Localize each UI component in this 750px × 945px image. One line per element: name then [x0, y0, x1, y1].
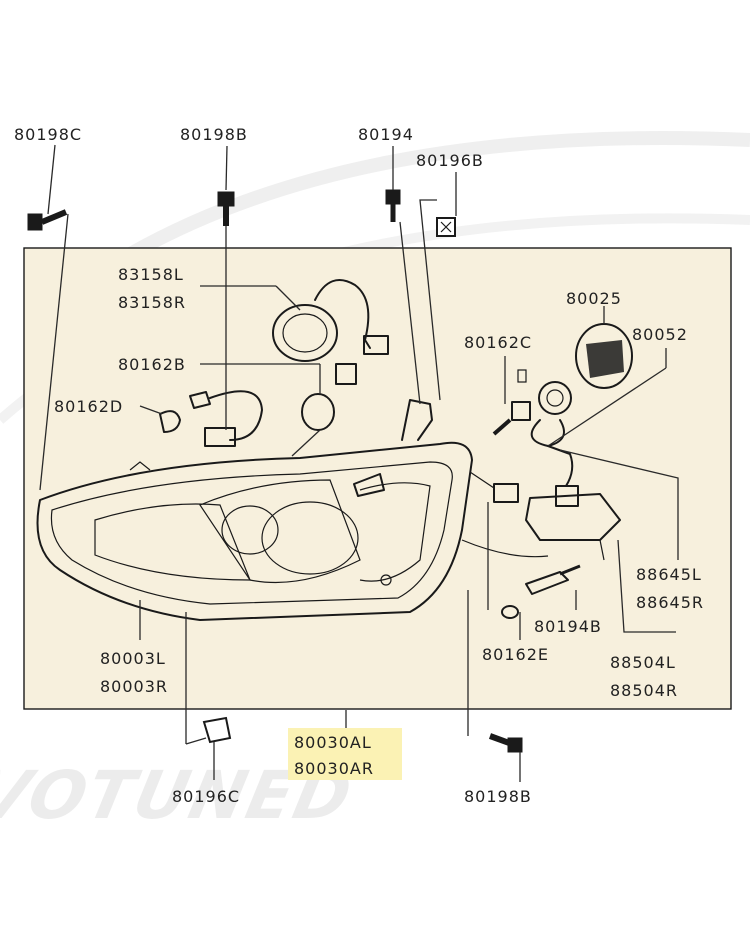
- label-assembly-r: 80030AR: [294, 759, 374, 778]
- label-ecu-l: 88504L: [610, 653, 676, 672]
- label-clip-top: 80196B: [416, 151, 484, 170]
- label-bolt-top: 80198B: [180, 125, 248, 144]
- label-housing-l: 80003L: [100, 649, 166, 668]
- label-harness-r: 83158R: [118, 293, 186, 312]
- label-bulb-small: 80162D: [54, 397, 123, 416]
- assembly-highlight: [288, 728, 402, 780]
- label-cover-ring: 80025: [566, 289, 622, 308]
- harness-ring-icon: [272, 279, 389, 385]
- igniter-icon: [525, 564, 581, 595]
- label-screw-top: 80194: [358, 125, 414, 144]
- headlamp-housing-icon: [36, 441, 473, 621]
- bolt-top-left-icon: [27, 209, 68, 231]
- label-housing-r: 80003R: [100, 677, 168, 696]
- mount-bracket-icon: [401, 399, 433, 441]
- ballast-icon: [525, 445, 621, 561]
- bulb-small-icon: [159, 410, 181, 433]
- clip-top-icon: [436, 217, 456, 237]
- screw-top-icon: [385, 189, 401, 222]
- clip-bottom-icon: [202, 716, 232, 744]
- label-igniter-screw: 80194B: [534, 617, 602, 636]
- assembly-panel: [23, 247, 732, 710]
- label-clip-small: 80162E: [482, 645, 549, 664]
- label-bolt-bottom: 80198B: [464, 787, 532, 806]
- label-harness-l: 83158L: [118, 265, 184, 284]
- label-hid-socket: 80162C: [464, 333, 532, 352]
- label-bolt-top-left: 80198C: [14, 125, 82, 144]
- label-assembly-l: 80030AL: [294, 733, 372, 752]
- bolt-top-icon: [217, 191, 235, 226]
- label-clip-bottom: 80196C: [172, 787, 240, 806]
- leader-lines: [39, 144, 679, 782]
- label-bulb-socket: 80162B: [118, 355, 186, 374]
- label-cover: 80052: [632, 325, 688, 344]
- label-ballast-r: 88645R: [636, 593, 704, 612]
- bulb-socket-icon: [189, 390, 335, 447]
- connector-icon: [461, 471, 549, 558]
- bolt-bottom-icon: [488, 733, 523, 753]
- label-ecu-r: 88504R: [610, 681, 678, 700]
- label-ballast-l: 88645L: [636, 565, 702, 584]
- clip-small-icon: [501, 605, 519, 619]
